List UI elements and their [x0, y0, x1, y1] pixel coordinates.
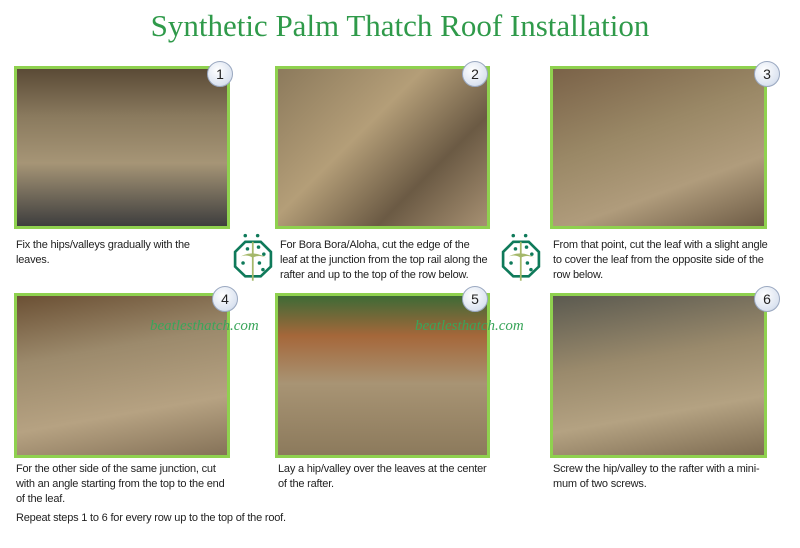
- step-4-caption: For the other side of the same junction,…: [16, 463, 225, 505]
- step-6-caption: Screw the hip/valley to the rafter with …: [553, 463, 760, 490]
- page-title: Synthetic Palm Thatch Roof Installation: [150, 8, 650, 43]
- step-1-caption: Fix the hips/valleys gradually with the …: [16, 239, 190, 266]
- step-3-caption: From that point, cut the leaf with a sli…: [553, 239, 768, 281]
- step-3-number: 3: [754, 61, 780, 87]
- beatles-logo-icon: [501, 233, 541, 281]
- footer-note: Repeat steps 1 to 6 for every row up to …: [16, 512, 286, 524]
- step-5-photo: [275, 293, 490, 458]
- step-6-number: 6: [754, 286, 780, 312]
- step-2-number: 2: [462, 61, 488, 87]
- step-6-photo: [550, 293, 767, 458]
- beatles-logo-icon: [233, 233, 273, 281]
- step-5-number: 5: [462, 286, 488, 312]
- step-1-number: 1: [207, 61, 233, 87]
- step-5-caption: Lay a hip/valley over the leaves at the …: [278, 463, 487, 490]
- step-3-photo: [550, 66, 767, 229]
- step-1-photo: [14, 66, 230, 229]
- step-2-photo: [275, 66, 490, 229]
- step-4-photo: [14, 293, 230, 458]
- watermark: beatlesthatch.com: [415, 318, 524, 334]
- step-4-number: 4: [212, 286, 238, 312]
- watermark: beatlesthatch.com: [150, 318, 259, 334]
- step-2-caption: For Bora Bora/Aloha, cut the edge of the…: [280, 239, 488, 281]
